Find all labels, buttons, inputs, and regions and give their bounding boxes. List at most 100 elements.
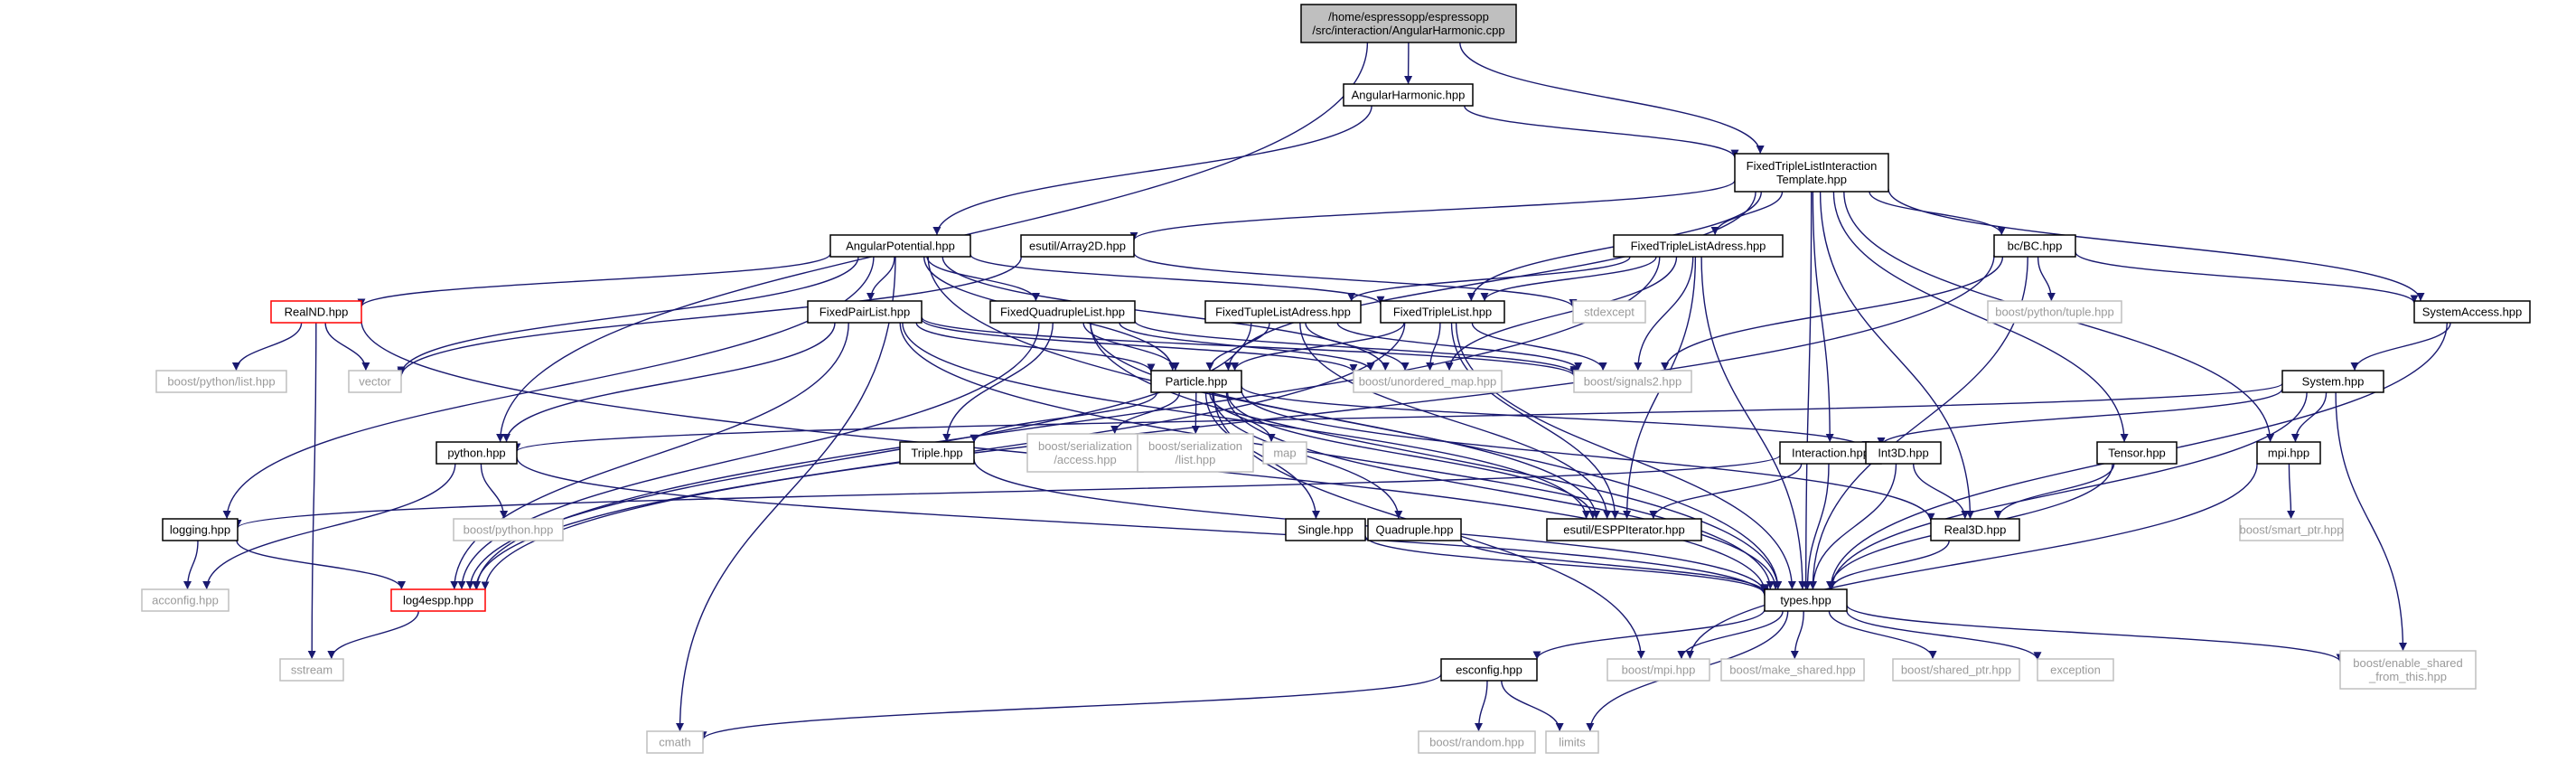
node-tensor[interactable]: Tensor.hpp (2096, 441, 2178, 465)
node-mpi[interactable]: mpi.hpp (2256, 441, 2321, 465)
node-esconfig-box (1440, 658, 1538, 682)
node-interaction[interactable]: Interaction.hpp (1779, 441, 1882, 465)
edge-types-to-bshared (1828, 610, 1937, 660)
edge-int3d-to-real3d (1913, 463, 1970, 520)
node-umap-label: boost/unordered_map.hpp (1359, 375, 1497, 389)
node-arr2d[interactable]: esutil/Array2D.hpp (1020, 234, 1135, 258)
node-stdexcept[interactable]: stdexcept (1572, 300, 1646, 324)
node-quadruple-box (1367, 518, 1462, 541)
node-limits-label: limits (1559, 736, 1586, 749)
node-map[interactable]: map (1262, 441, 1307, 465)
node-bpy[interactable]: boost/python.hpp (453, 518, 564, 541)
node-besft[interactable]: boost/enable_shared_from_this.hpp (2339, 650, 2477, 690)
node-triple[interactable]: Triple.hpp (899, 441, 975, 465)
node-sstream-box (279, 658, 344, 682)
node-quadruple[interactable]: Quadruple.hpp (1367, 518, 1462, 541)
node-cmath[interactable]: cmath (646, 730, 704, 754)
node-bmpi[interactable]: boost/mpi.hpp (1606, 658, 1710, 682)
node-bshared[interactable]: boost/shared_ptr.hpp (1892, 658, 2020, 682)
node-real3d[interactable]: Real3D.hpp (1930, 518, 2020, 541)
node-bsptr-box (2239, 518, 2344, 541)
node-bptuple-label: boost/python/tuple.hpp (1995, 306, 2114, 319)
node-fql[interactable]: FixedQuadrupleList.hpp (989, 300, 1136, 324)
node-interaction-label: Interaction.hpp (1792, 447, 1869, 460)
node-brandom-box (1418, 730, 1536, 754)
node-root[interactable]: /home/espressopp/espressopp/src/interact… (1300, 4, 1517, 43)
node-bptuple[interactable]: boost/python/tuple.hpp (1987, 300, 2122, 324)
edge-particle-to-triple (970, 391, 1158, 443)
node-ftupla-box (1204, 300, 1362, 324)
node-fql-label: FixedQuadrupleList.hpp (1000, 306, 1125, 319)
node-bmkshared[interactable]: boost/make_shared.hpp (1720, 658, 1865, 682)
node-sysacc[interactable]: SystemAccess.hpp (2413, 300, 2531, 324)
node-ftupla[interactable]: FixedTupleListAdress.hpp (1204, 300, 1362, 324)
node-espp[interactable]: esutil/ESPPIterator.hpp (1546, 518, 1702, 541)
edge-ftla-to-umap (1445, 256, 1678, 372)
edge-fql-to-umap (1119, 322, 1375, 372)
edge-esconfig-to-limits (1501, 680, 1564, 732)
node-types-label: types.hpp (1780, 594, 1831, 607)
node-fpl[interactable]: FixedPairList.hpp (807, 300, 923, 324)
edge-single-to-types (1364, 535, 1769, 595)
node-ap[interactable]: AngularPotential.hpp (829, 234, 971, 258)
node-bc[interactable]: bc/BC.hpp (1993, 234, 2076, 258)
node-single[interactable]: Single.hpp (1285, 518, 1366, 541)
node-vector[interactable]: vector (348, 370, 402, 393)
node-ftlit-box (1734, 153, 1889, 193)
edge-types-to-bmkshared (1790, 610, 1804, 660)
edge-esconfig-to-brandom (1475, 680, 1488, 732)
edge-ah-to-ftlit (1464, 105, 1739, 158)
node-ftl[interactable]: FixedTripleList.hpp (1380, 300, 1505, 324)
node-system[interactable]: System.hpp (2281, 370, 2384, 393)
node-bslist[interactable]: boost/serialization/list.hpp (1137, 433, 1254, 473)
node-espp-label: esutil/ESPPIterator.hpp (1563, 523, 1684, 537)
node-single-box (1285, 518, 1366, 541)
node-types[interactable]: types.hpp (1764, 588, 1848, 612)
node-umap[interactable]: boost/unordered_map.hpp (1353, 370, 1503, 393)
edge-real3d-to-types (1827, 540, 1950, 590)
node-limits[interactable]: limits (1545, 730, 1599, 754)
edge-int3d-to-types (1809, 463, 1897, 590)
node-logging[interactable]: logging.hpp (162, 518, 239, 541)
edge-ftla-to-signals2 (1634, 256, 1694, 372)
node-realnd[interactable]: RealND.hpp (270, 300, 362, 324)
node-particle[interactable]: Particle.hpp (1150, 370, 1242, 393)
node-log4espp-box (390, 588, 486, 612)
edge-esconfig-to-cmath (698, 673, 1442, 740)
node-ftla[interactable]: FixedTripleListAdress.hpp (1613, 234, 1784, 258)
node-brandom[interactable]: boost/random.hpp (1418, 730, 1536, 754)
node-bsacc-label: /access.hpp (1054, 453, 1116, 466)
node-acconfig[interactable]: acconfig.hpp (141, 588, 229, 612)
node-besft-label: boost/enable_shared (2353, 656, 2462, 670)
node-realnd-box (270, 300, 362, 324)
edge-fpl-to-types (899, 322, 1775, 590)
node-sstream[interactable]: sstream (279, 658, 344, 682)
node-fpl-box (807, 300, 923, 324)
node-bslist-box (1137, 433, 1254, 473)
node-bshared-box (1892, 658, 2020, 682)
node-ah[interactable]: AngularHarmonic.hpp (1343, 83, 1474, 107)
node-python-label: python.hpp (447, 447, 505, 460)
node-bmpi-label: boost/mpi.hpp (1622, 663, 1696, 677)
node-bsacc[interactable]: boost/serialization/access.hpp (1026, 433, 1144, 473)
node-bsptr[interactable]: boost/smart_ptr.hpp (2239, 518, 2344, 541)
node-root-label: /home/espressopp/espressopp (1328, 10, 1489, 24)
node-exception[interactable]: exception (2037, 658, 2114, 682)
node-int3d[interactable]: Int3D.hpp (1865, 441, 1942, 465)
node-bslist-label: /list.hpp (1176, 453, 1216, 466)
node-python[interactable]: python.hpp (436, 441, 518, 465)
edge-tensor-to-real3d (1993, 463, 2115, 520)
node-vector-box (348, 370, 402, 393)
node-bsptr-label: boost/smart_ptr.hpp (2240, 523, 2344, 537)
node-log4espp[interactable]: log4espp.hpp (390, 588, 486, 612)
node-triple-box (899, 441, 975, 465)
node-signals2[interactable]: boost/signals2.hpp (1573, 370, 1692, 393)
edge-sysacc-to-system (2350, 322, 2451, 372)
node-bplist[interactable]: boost/python/list.hpp (155, 370, 287, 393)
node-ftla-label: FixedTripleListAdress.hpp (1631, 240, 1766, 253)
node-esconfig[interactable]: esconfig.hpp (1440, 658, 1538, 682)
node-particle-box (1150, 370, 1242, 393)
node-ftl-label: FixedTripleList.hpp (1393, 306, 1492, 319)
edge-fpl-to-umap (921, 318, 1358, 373)
